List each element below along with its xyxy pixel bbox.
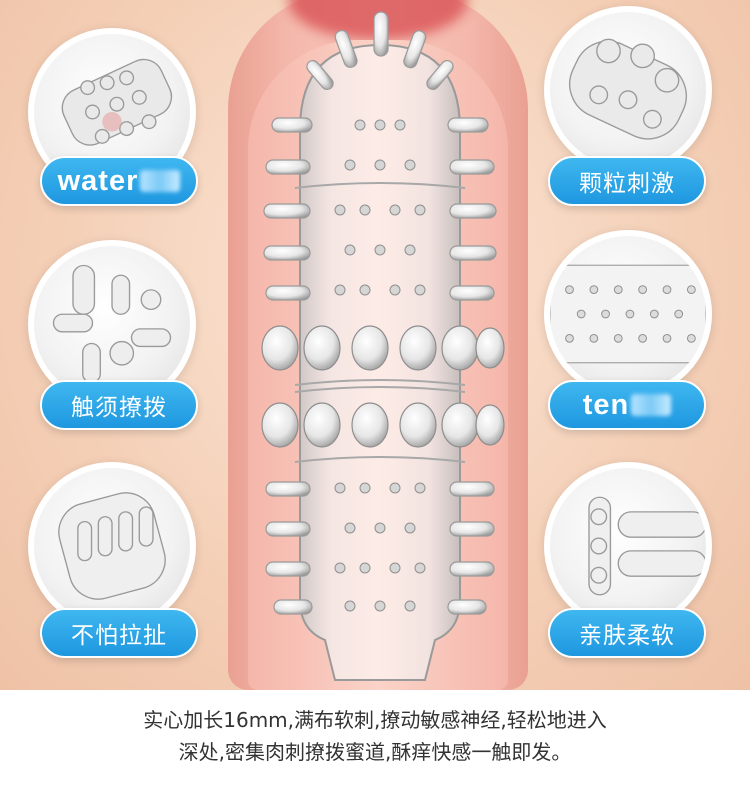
caption-line-2: 深处,密集肉刺撩拨蜜道,酥痒快感一触即发。 <box>178 740 572 764</box>
feature-label-left-top: water <box>57 164 139 197</box>
feature-label-right-bottom: 亲肤柔软 <box>579 623 675 649</box>
feature-pill-left-mid: 触须撩拨 <box>40 380 198 430</box>
description-caption: 实心加长16mm,满布软刺,撩动敏感神经,轻松地进入 深处,密集肉刺撩拨蜜道,酥… <box>0 690 750 788</box>
feature-label-right-mid: ten <box>582 388 630 421</box>
texture-spikes-icon <box>61 58 173 146</box>
product-stage: water 触须撩拨 不怕拉扯 <box>0 0 750 690</box>
texture-dots-icon <box>550 264 706 364</box>
texture-stretch-icon <box>58 492 166 600</box>
feature-label-right-top: 颗粒刺激 <box>579 171 675 197</box>
texture-soft-icon <box>588 496 706 596</box>
caption-line-1: 实心加长16mm,满布软刺,撩动敏感神经,轻松地进入 <box>143 708 607 732</box>
feature-label-left-mid: 触须撩拨 <box>71 395 167 421</box>
blurred-text <box>631 394 672 416</box>
blurred-text <box>140 170 181 192</box>
detail-circle-right-top <box>544 6 712 174</box>
detail-circle-right-mid <box>544 230 712 398</box>
feature-pill-right-mid: ten <box>548 380 706 430</box>
feature-pill-right-top: 颗粒刺激 <box>548 156 706 206</box>
feature-pill-right-bottom: 亲肤柔软 <box>548 608 706 658</box>
detail-circle-left-bottom <box>28 462 196 630</box>
feature-pill-left-top: water <box>40 156 198 206</box>
detail-circle-right-bottom <box>544 462 712 630</box>
texture-tentacles-icon <box>52 264 172 384</box>
texture-particles-icon <box>569 38 687 140</box>
feature-pill-left-bottom: 不怕拉扯 <box>40 608 198 658</box>
product-sleeve-illustration <box>261 11 505 681</box>
feature-label-left-bottom: 不怕拉扯 <box>71 623 167 649</box>
